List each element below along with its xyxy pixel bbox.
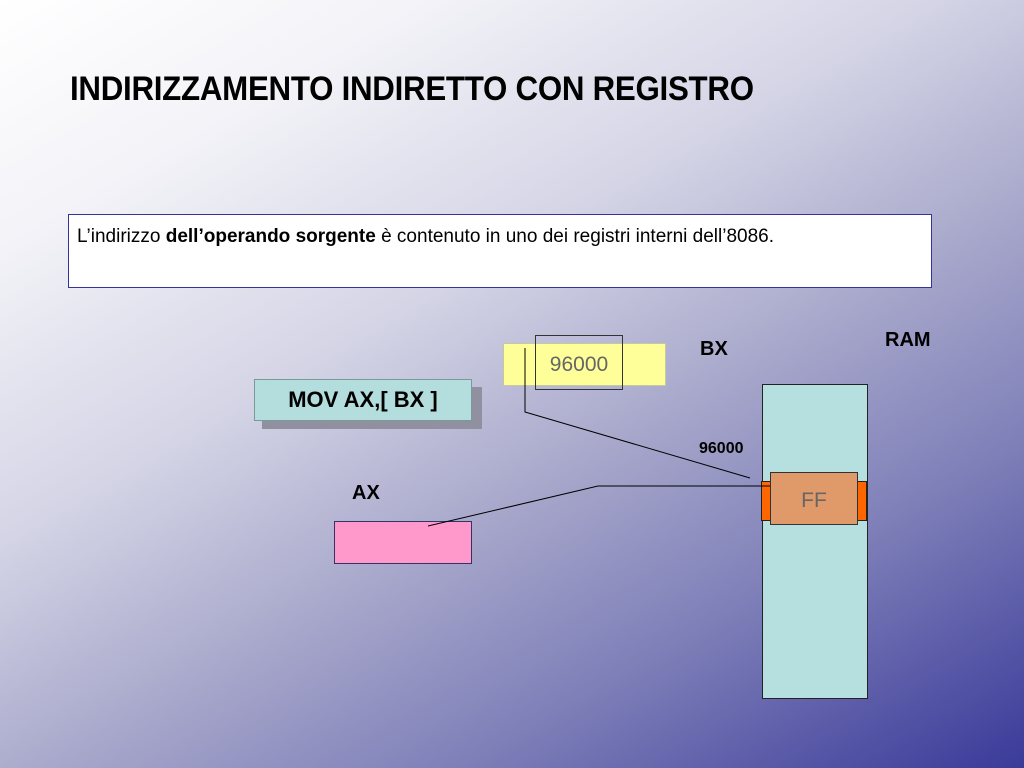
ax-register-box <box>334 521 472 564</box>
ram-label: RAM <box>885 329 931 351</box>
bx-register-box <box>503 343 666 386</box>
slide-title: INDIRIZZAMENTO INDIRETTO CON REGISTRO <box>70 70 754 108</box>
ram-address-label: 96000 <box>699 440 744 457</box>
bx-register-value: 96000 <box>535 335 623 390</box>
bx-to-ram-line <box>524 348 751 479</box>
description-text-post: è contenuto in uno dei registri interni … <box>375 226 775 247</box>
instruction-box: MOV AX,[ BX ] <box>254 379 472 421</box>
description-text-bold: dell’operando sorgente <box>165 226 376 247</box>
ram-to-ax-line <box>427 485 770 527</box>
bx-label: BX <box>700 338 728 360</box>
description-box: L’indirizzo dell’operando sorgente è con… <box>68 214 932 288</box>
description-text-pre: L’indirizzo <box>77 226 166 247</box>
ram-block <box>762 384 868 699</box>
ram-cell-value: FF <box>770 472 858 525</box>
ax-label: AX <box>352 482 380 504</box>
